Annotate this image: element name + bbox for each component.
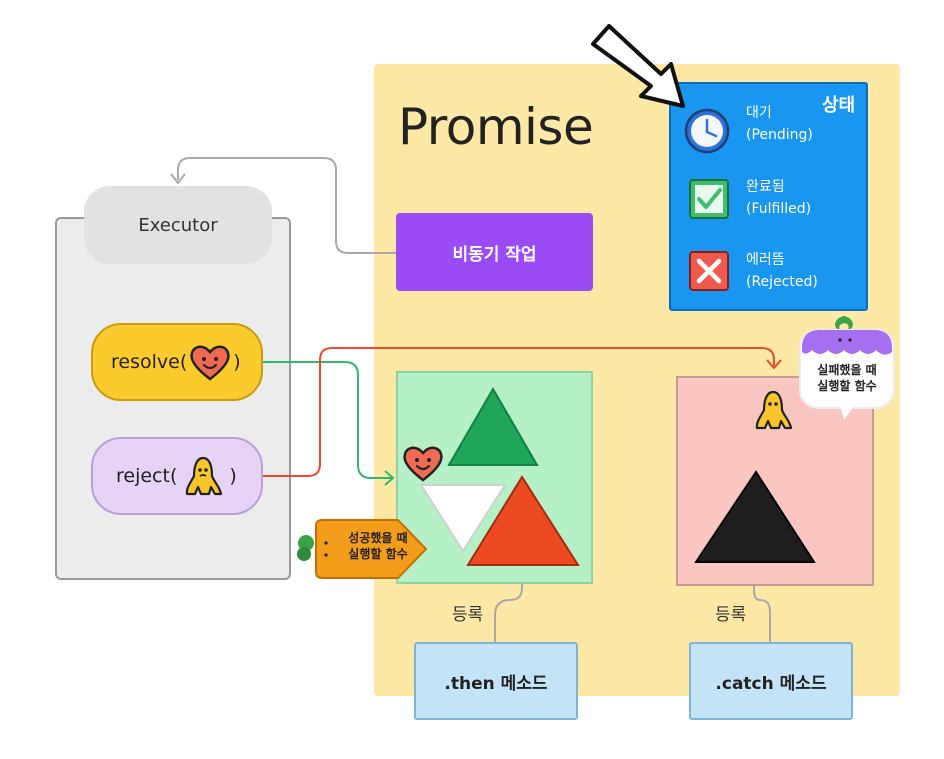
resolve-pill: resolve( ) [91,323,263,401]
state-fulfilled: 완료됨 (Fulfilled) [746,176,811,220]
failure-sticker-text: 실패했을 때 실행할 함수 [802,362,892,394]
state-fulfilled-en: (Fulfilled) [746,201,812,217]
state-pending-ko: 대기 [746,105,772,121]
executor-label: Executor [84,186,272,264]
then-method-box: .then 메소드 [414,642,578,720]
state-title: 상태 [822,95,856,116]
reject-label: reject( [116,465,178,487]
state-rejected-en: (Rejected) [746,274,818,290]
resolve-label: resolve( [111,351,188,373]
failure-line1: 실패했을 때 [817,363,877,377]
success-sticker-text: 성공했을 때 실행할 함수 [332,530,424,562]
catch-method-box: .catch 메소드 [689,642,853,720]
reject-pill: reject( ) [91,437,263,515]
register-catch-label: 등록 [715,605,747,625]
white-triangle [419,484,507,553]
x-icon [689,251,729,291]
state-rejected-ko: 에러뜸 [746,252,785,268]
red-triangle [466,475,580,566]
reject-arrow [263,347,775,477]
success-line1: 성공했을 때 [348,531,408,545]
success-line2: 실행할 함수 [348,547,408,561]
catch-register-arrow [753,574,771,642]
state-pending-en: (Pending) [746,127,813,143]
banana-peel-icon-catch [755,390,793,430]
heart-icon-then [403,446,443,482]
clock-icon [684,108,730,154]
register-then-label: 등록 [452,605,484,625]
black-triangle [694,470,816,563]
green-triangle [447,387,539,466]
resolve-arrow [263,361,392,479]
promise-title: Promise [398,98,594,156]
reject-close: ) [229,465,237,487]
state-fulfilled-ko: 완료됨 [746,179,785,195]
heart-icon [190,345,230,381]
executor-box [55,217,291,580]
async-task-box: 비동기 작업 [396,213,593,291]
catch-shapes [694,470,816,563]
then-shapes [419,387,580,566]
async-to-executor-arrow [177,157,396,254]
state-pending: 대기 (Pending) [746,102,813,146]
failure-line2: 실행할 함수 [817,379,877,393]
then-register-arrow [494,572,523,642]
check-icon [689,179,729,219]
carrot-sticker [297,519,428,579]
pointer-arrow-icon [591,24,685,108]
banana-peel-icon [186,456,223,496]
state-rejected: 에러뜸 (Rejected) [746,249,818,293]
turnip-sticker [799,316,895,420]
resolve-close: ) [233,351,241,373]
